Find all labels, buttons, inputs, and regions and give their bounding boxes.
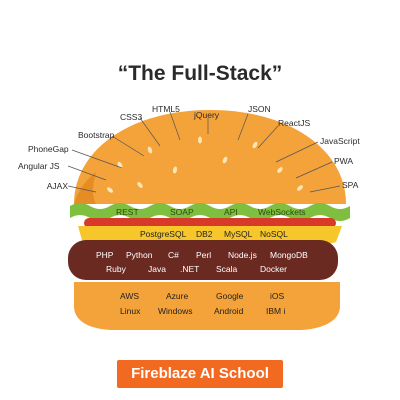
label-bootstrap: Bootstrap bbox=[78, 130, 115, 140]
bottom-bun bbox=[74, 282, 340, 330]
patty-dotnet: .NET bbox=[180, 264, 200, 274]
patty-python: Python bbox=[126, 250, 153, 260]
top-bun bbox=[74, 110, 346, 204]
label-phonegap: PhoneGap bbox=[28, 144, 69, 154]
page-title: “The Full-Stack” bbox=[117, 62, 283, 85]
tomato-layer bbox=[84, 218, 336, 228]
top-bun-shade bbox=[74, 172, 96, 204]
cheese-db2: DB2 bbox=[196, 229, 213, 239]
label-angular-js: Angular JS bbox=[18, 161, 60, 171]
label-html5: HTML5 bbox=[152, 104, 180, 114]
patty-mongodb: MongoDB bbox=[270, 250, 308, 260]
label-reactjs: ReactJS bbox=[278, 118, 311, 128]
sesame-seeds bbox=[107, 136, 303, 193]
bottom-windows: Windows bbox=[158, 306, 193, 316]
bottom-linux: Linux bbox=[120, 306, 141, 316]
bottom-aws: AWS bbox=[120, 291, 140, 301]
patty-layer bbox=[68, 240, 338, 280]
bottom-ios: iOS bbox=[270, 291, 285, 301]
label-json: JSON bbox=[248, 104, 271, 114]
lettuce-websockets: WebSockets bbox=[258, 207, 306, 217]
cheese-postgresql: PostgreSQL bbox=[140, 229, 187, 239]
brand-banner: Fireblaze AI School bbox=[117, 360, 283, 388]
lettuce-rest: REST bbox=[116, 207, 139, 217]
label-pwa: PWA bbox=[334, 156, 354, 166]
lettuce-soap: SOAP bbox=[170, 207, 194, 217]
label-spa: SPA bbox=[342, 180, 359, 190]
lettuce-api: API bbox=[224, 207, 238, 217]
label-css3: CSS3 bbox=[120, 112, 143, 122]
patty-java: Java bbox=[148, 264, 166, 274]
patty-ruby: Ruby bbox=[106, 264, 126, 274]
bottom-android: Android bbox=[214, 306, 244, 316]
patty-php: PHP bbox=[96, 250, 114, 260]
bottom-google: Google bbox=[216, 291, 244, 301]
patty-scala: Scala bbox=[216, 264, 238, 274]
patty-nodejs: Node.js bbox=[228, 250, 257, 260]
lettuce-layer bbox=[70, 203, 350, 221]
label-ajax: AJAX bbox=[46, 181, 68, 191]
patty-csharp: C# bbox=[168, 250, 179, 260]
patty-docker: Docker bbox=[260, 264, 287, 274]
cheese-nosql: NoSQL bbox=[260, 229, 288, 239]
cheese-mysql: MySQL bbox=[224, 229, 253, 239]
label-jquery: jQuery bbox=[194, 110, 220, 120]
bottom-azure: Azure bbox=[166, 291, 189, 301]
patty-perl: Perl bbox=[196, 250, 212, 260]
label-javascript: JavaScript bbox=[320, 136, 360, 146]
bottom-ibm-i: IBM i bbox=[266, 306, 286, 316]
